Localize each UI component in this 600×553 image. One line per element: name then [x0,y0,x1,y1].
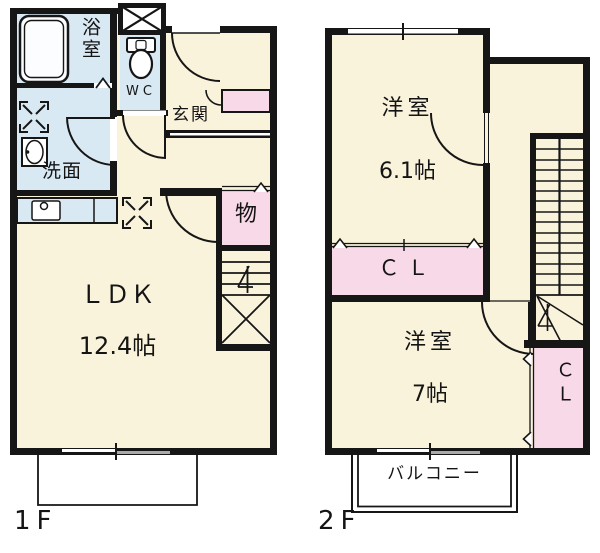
washroom-door-arc [66,116,116,166]
bedroom1-floor [332,35,483,448]
bedroom1-label: 洋室 [381,96,434,121]
wc-door-gap [123,110,166,116]
bath-label: 浴室 [79,17,101,61]
bedroom1-size-label: 6.1帖 [379,159,436,184]
closet2-fold-door [522,348,535,448]
shoe-cabinet [221,89,271,113]
closet1-fold-door [332,237,483,251]
appliance-pan-icon [122,197,152,229]
washbasin-icon [21,137,48,167]
cabinet-door-arc [205,89,222,106]
bedroom2-size-label: 7帖 [412,382,448,407]
wc-label: WC [126,84,156,99]
wc-door-arc [122,114,167,159]
bedroom1-door [430,112,489,166]
bathtub-icon [18,14,70,84]
entrance-door-arc [171,32,221,82]
washroom-label: 洗面 [42,160,83,182]
balcony-outline [351,455,518,513]
entrance-label: 玄関 [172,105,210,125]
toilet-icon [126,37,156,80]
floor2-label: 2F [318,506,362,536]
window-2f-icon [377,443,480,460]
entrance-threshold [166,130,270,138]
terrace-outline [37,455,198,506]
washer-pan-icon [19,101,49,133]
balcony-label: バルコニー [387,464,482,484]
storage-label: 物 [234,202,257,227]
storage-floor [222,190,270,245]
floor2-plan [325,23,590,513]
bath-door-marker [94,76,112,89]
ldk-label: ＬＤＫ [79,280,155,309]
storage-fold-door [222,181,270,193]
closet1-label: ＣＬ [378,256,437,280]
closet1-floor [332,247,483,295]
entrance-door-gap [172,26,220,33]
ldk-door-arc [165,189,219,243]
stairs-1f-icon [221,261,271,344]
stairs-2f-icon [536,139,584,345]
kitchen-counter-icon [16,197,118,224]
window-2f-top-icon [348,23,458,40]
closet2-floor [534,348,583,448]
bedroom2-label: 洋室 [403,330,456,355]
bedroom2-door [481,300,535,355]
pipe-shaft-icon [118,3,166,35]
closet2-label: ＣＬ [553,360,575,408]
window-1f-icon [62,443,170,460]
floor1-plan [10,3,277,506]
floor1-label: 1F [14,506,58,536]
ldk-size-label: 12.4帖 [78,332,157,360]
washroom-door-gap [110,117,117,161]
